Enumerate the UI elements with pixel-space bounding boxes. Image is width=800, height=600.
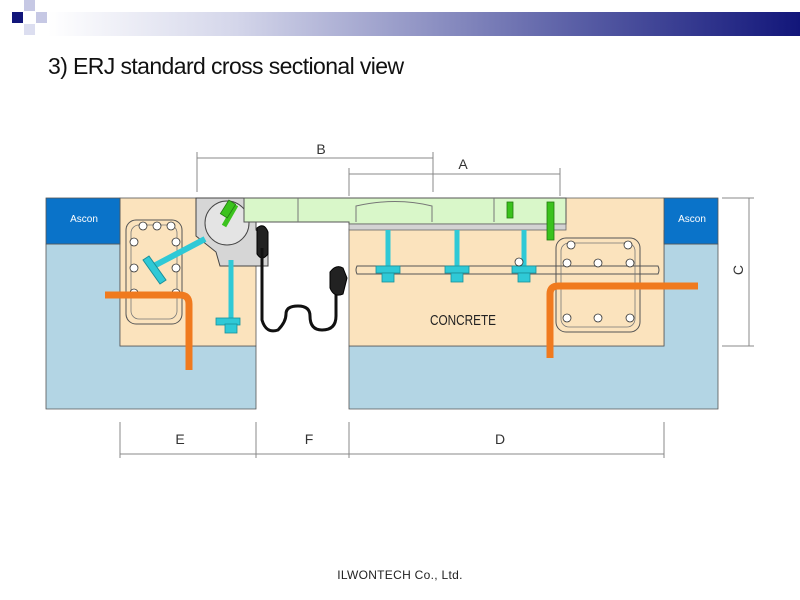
- right-anchor-3-nut: [511, 265, 537, 274]
- rebar-circle: [166, 221, 176, 231]
- rebar-circle: [138, 221, 148, 231]
- rebar-circle: [562, 258, 572, 268]
- header-gradient-bar: [48, 12, 800, 36]
- dimension-f-label: F: [305, 431, 314, 447]
- left-vertical-anchor-nut: [224, 323, 238, 334]
- right-orange-rebar: [546, 282, 698, 358]
- ascon-right-label: Ascon: [678, 214, 706, 225]
- header-square-light: [36, 12, 47, 23]
- dimension-a-label: A: [458, 156, 468, 172]
- rebar-circle: [171, 263, 181, 273]
- cover-plate-hump: [355, 201, 433, 222]
- right-anchor-3-nut: [517, 272, 531, 283]
- left-seal-clip: [256, 225, 269, 259]
- right-seal-clip: [329, 266, 348, 296]
- dimension-c-label: C: [730, 265, 746, 275]
- right-concrete-top: [560, 198, 664, 230]
- green-bolt: [506, 201, 514, 219]
- rebar-circle: [152, 221, 162, 231]
- left-rebar-cage: [125, 219, 183, 325]
- left-green-bolt: [221, 203, 239, 228]
- right-anchor-2-nut: [450, 272, 464, 283]
- dimension-d-label: D: [495, 431, 505, 447]
- rebar-circle: [562, 313, 572, 323]
- rubber-seal: [260, 248, 345, 333]
- bearing-plate: [348, 223, 567, 231]
- green-bolt: [546, 201, 555, 241]
- header-square-dark: [12, 12, 23, 23]
- left-orange-rebar: [105, 291, 193, 370]
- rebar-circle: [129, 263, 139, 273]
- left-angled-anchor: [148, 236, 207, 271]
- rebar-circle: [593, 313, 603, 323]
- rebar-circle: [625, 258, 635, 268]
- right-horizontal-bar: [355, 265, 660, 275]
- rebar-circle: [625, 313, 635, 323]
- concrete-label: CONCRETE: [430, 312, 496, 329]
- slide-title: 3) ERJ standard cross sectional view: [48, 53, 404, 79]
- left-angled-anchor-nut: [142, 255, 167, 285]
- left-green-bolt-head: [219, 199, 237, 219]
- ascon-left-label: Ascon: [70, 214, 98, 225]
- rebar-circle: [129, 237, 139, 247]
- rebar-circle: [593, 258, 603, 268]
- rebar-circle: [623, 240, 633, 250]
- right-anchor-2-nut: [444, 265, 470, 274]
- dimension-e-label: E: [175, 431, 184, 447]
- left-ascon-block: [45, 197, 121, 245]
- header-square-light: [24, 0, 35, 11]
- rebar-circle: [171, 237, 181, 247]
- dimension-b-label: B: [316, 141, 325, 157]
- right-anchor-1-nut: [381, 272, 395, 283]
- rebar-circle: [514, 257, 524, 267]
- right-ascon-block: [663, 197, 719, 245]
- rebar-circle: [566, 240, 576, 250]
- right-anchor-1-nut: [375, 265, 401, 274]
- header-square-light: [24, 24, 35, 35]
- company-footer: ILWONTECH Co., Ltd.: [337, 568, 463, 582]
